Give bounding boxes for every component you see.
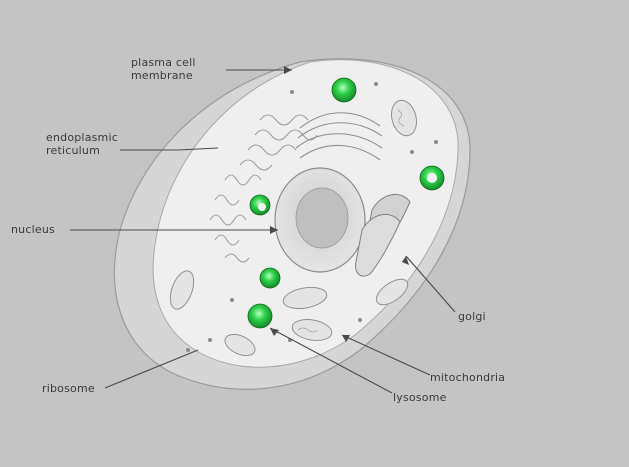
- ribosome-dots: [186, 82, 438, 352]
- nucleolus-shape: [295, 187, 349, 249]
- leader-lines: [70, 69, 456, 394]
- label-nucleus: nucleus: [11, 223, 55, 236]
- label-mitochondria: mitochondria: [430, 371, 506, 384]
- label-lysosome: lysosome: [393, 391, 447, 404]
- label-golgi: golgi: [458, 310, 486, 323]
- label-endoplasmic-reticulum: endoplasmic reticulum: [46, 131, 118, 157]
- golgi-top-shape: [295, 112, 383, 161]
- label-plasma-membrane: plasma cell membrane: [131, 56, 196, 82]
- leader-arrowheads: [270, 66, 409, 342]
- green-vesicles: [247, 77, 445, 329]
- golgi-shape: [355, 194, 411, 277]
- mitochondria-shapes: [169, 99, 417, 357]
- label-ribosome: ribosome: [42, 382, 95, 395]
- endoplasmic-reticulum-shape: [209, 114, 318, 263]
